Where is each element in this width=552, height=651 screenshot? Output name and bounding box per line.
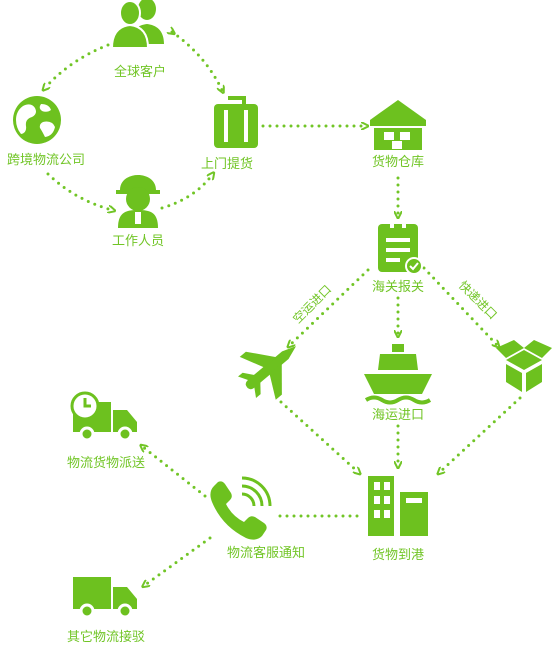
connector-express-to-port bbox=[440, 396, 522, 472]
label-cross-border-company: 跨境物流公司 bbox=[7, 153, 85, 168]
luggage-icon bbox=[214, 96, 258, 148]
connector-staff-to-pickup bbox=[160, 175, 212, 210]
connector-phone-to-other bbox=[145, 536, 212, 585]
building-icon bbox=[368, 476, 428, 536]
truck-icon bbox=[73, 577, 137, 619]
label-arrival-port: 货物到港 bbox=[372, 547, 424, 563]
users-icon bbox=[110, 0, 164, 49]
label-other-pickup: 其它物流接驳 bbox=[67, 629, 145, 645]
label-global-customers: 全球客户 bbox=[114, 64, 166, 80]
edge-label-express-import: 快递进口 bbox=[456, 278, 500, 322]
connector-customs-to-air bbox=[290, 268, 370, 345]
flow-connectors bbox=[45, 32, 522, 585]
edge-label-air-import: 空运进口 bbox=[290, 282, 334, 326]
connector-phone-to-dispatch bbox=[143, 447, 207, 498]
label-cs-notify: 物流客服通知 bbox=[227, 545, 305, 561]
label-door-pickup: 上门提货 bbox=[201, 156, 253, 172]
clipboard-icon bbox=[378, 220, 423, 275]
airplane-icon bbox=[238, 346, 297, 400]
label-staff: 工作人员 bbox=[112, 234, 164, 249]
warehouse-icon bbox=[370, 100, 426, 150]
truck-clock-icon bbox=[70, 391, 137, 442]
connector-customers-pickup bbox=[172, 32, 222, 90]
connector-customers-to-company bbox=[45, 43, 110, 88]
worker-icon bbox=[116, 175, 160, 228]
label-customs: 海关报关 bbox=[372, 280, 424, 295]
label-warehouse: 货物仓库 bbox=[372, 154, 424, 170]
phone-icon bbox=[210, 476, 272, 540]
box-icon bbox=[496, 340, 552, 392]
label-sea-import: 海运进口 bbox=[372, 408, 424, 423]
connector-company-to-staff bbox=[46, 172, 112, 210]
label-dispatch: 物流货物派送 bbox=[67, 455, 145, 471]
connector-air-to-port bbox=[279, 400, 358, 472]
globe-icon bbox=[13, 96, 61, 144]
ship-icon bbox=[364, 344, 432, 405]
